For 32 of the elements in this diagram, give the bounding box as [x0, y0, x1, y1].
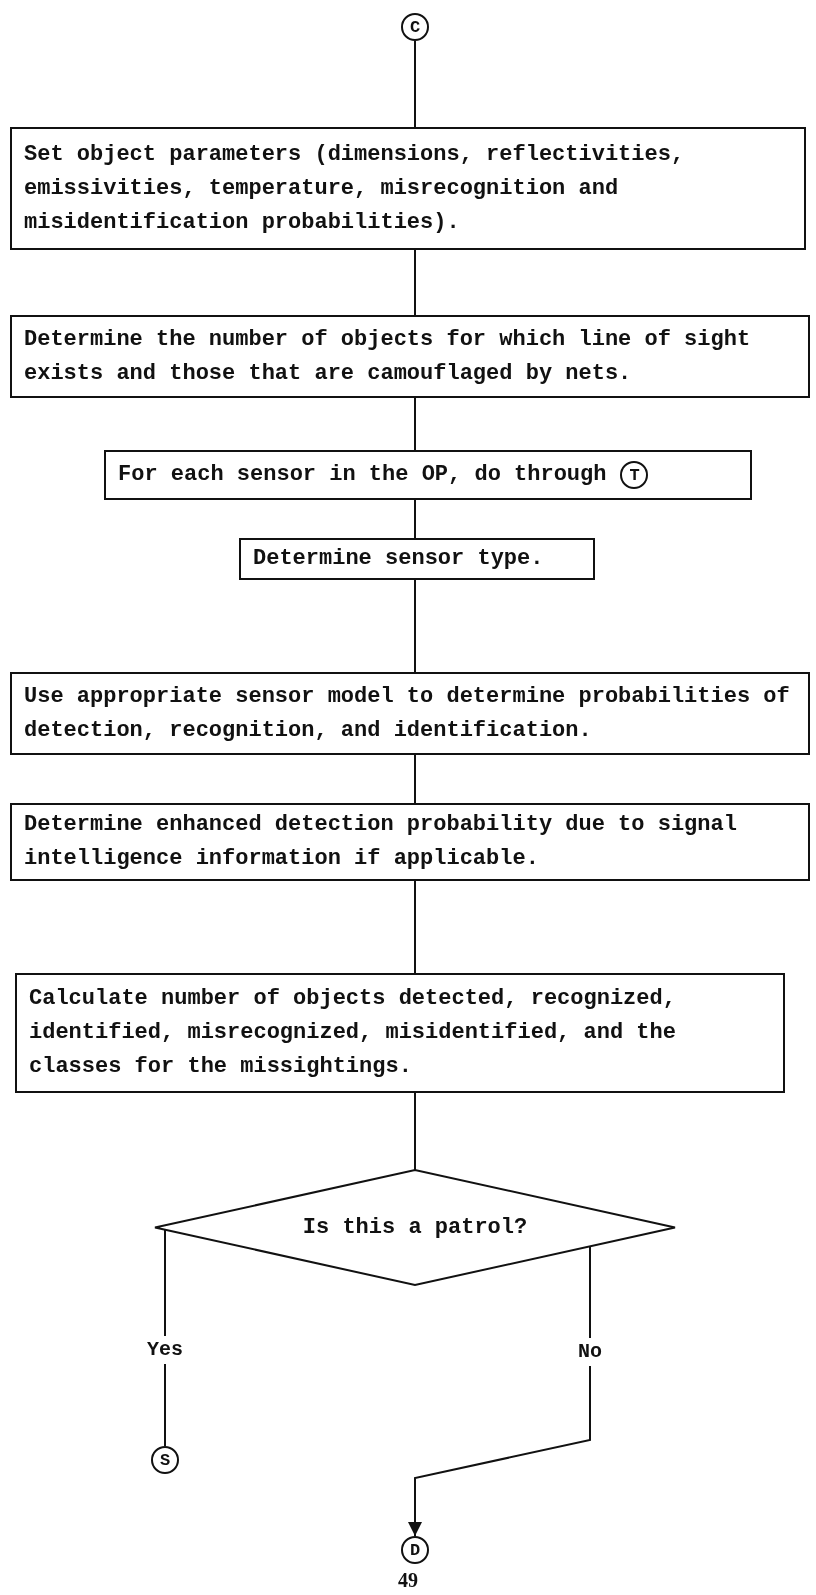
connector-line	[414, 1092, 416, 1171]
connector-line	[414, 880, 416, 974]
connector-line	[414, 40, 416, 128]
process-box	[15, 973, 785, 1093]
connector-line	[414, 579, 416, 673]
page-number: 49	[397, 1568, 419, 1592]
process-box	[10, 672, 810, 755]
connector-circle: S	[151, 1446, 179, 1474]
step-text: Determine sensor type.	[253, 545, 544, 573]
process-box	[10, 803, 810, 881]
connector-circle: C	[401, 13, 429, 41]
process-box	[10, 315, 810, 398]
step-text: For each sensor in the OP, do through	[118, 461, 607, 489]
arrow	[408, 1245, 591, 1537]
step-text: Determine enhanced detection probability due to signal intelligence information if applicable.	[24, 811, 738, 873]
connector-circle: T	[620, 461, 649, 489]
step-text: Is this a patrol?	[302, 1213, 528, 1242]
step-text: Set object parameters (dimensions, reflectivities, emissivities, temperature, misrecognition and misidentification probabilities).	[24, 140, 686, 237]
step-text: Calculate number of objects detected, recognized, identified, misrecognized, misidentified, and the classes for the missightings.	[29, 985, 677, 1081]
process-box	[104, 450, 752, 500]
step-text: Use appropriate sensor model to determine probabilities of detection, recognition, and identification.	[24, 682, 791, 745]
connector-line	[164, 1228, 166, 1447]
step-text: Determine the number of objects for which line of sight exists and those that are camouflaged by nets.	[24, 325, 752, 388]
connector-line	[414, 249, 416, 316]
edge-label: No	[578, 1338, 602, 1366]
process-box	[10, 127, 806, 250]
connector-line	[414, 397, 416, 451]
connector-circle: D	[401, 1536, 429, 1564]
process-box	[239, 538, 595, 580]
edge-label: Yes	[147, 1336, 183, 1364]
connector-line	[414, 754, 416, 804]
connector-line	[414, 499, 416, 539]
